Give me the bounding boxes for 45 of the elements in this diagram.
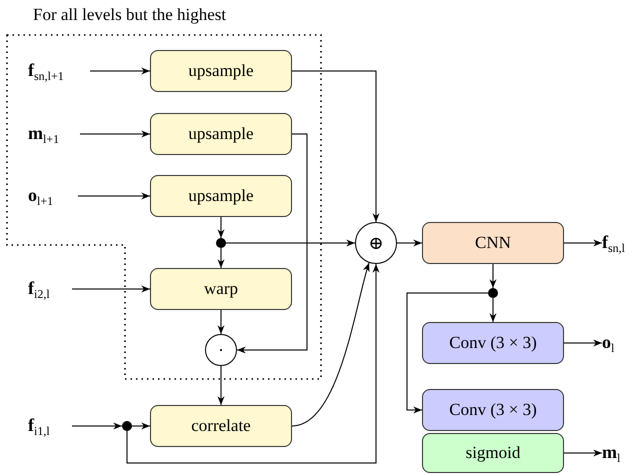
- arrow: [564, 240, 602, 246]
- arrow: [396, 240, 422, 246]
- variable-label: f$_{sn,l+1}$: [28, 59, 90, 83]
- junction-dot: [488, 288, 498, 298]
- process-box: Conv (3 × 3): [422, 389, 564, 431]
- arrow: [490, 298, 496, 322]
- process-box: CNN: [422, 222, 564, 264]
- arrow: [78, 192, 150, 200]
- variable-label: o$_{l}$: [602, 331, 632, 355]
- arrow: [564, 450, 602, 456]
- process-box: correlate: [150, 405, 292, 447]
- junction-dot: [122, 421, 132, 431]
- region-title: For all levels but the highest: [33, 5, 226, 25]
- operator-circle: ·: [205, 334, 237, 366]
- variable-label: f$_{i1,l}$: [28, 414, 72, 438]
- process-box: upsample: [150, 50, 292, 92]
- process-box: warp: [150, 268, 292, 310]
- process-box: upsample: [150, 113, 292, 155]
- arrow: [406, 292, 488, 414]
- variable-label: m$_{l}$: [602, 441, 637, 465]
- variable-label: f$_{sn,l}$: [602, 231, 637, 255]
- arrow: [292, 262, 370, 426]
- process-box: Conv (3 × 3): [422, 322, 564, 364]
- variable-label: o$_{l+1}$: [28, 184, 78, 208]
- arrow: [90, 68, 150, 74]
- arrow: [236, 134, 308, 354]
- variable-label: f$_{i2,l}$: [28, 277, 72, 301]
- arrow: [126, 264, 380, 464]
- arrow: [564, 340, 602, 346]
- process-box: upsample: [150, 175, 292, 217]
- junction-dot: [216, 238, 226, 248]
- operator-circle: ⊕: [355, 222, 397, 264]
- arrow: [72, 422, 122, 430]
- arrow: [218, 248, 224, 268]
- arrow: [80, 130, 150, 138]
- arrow: [226, 240, 356, 246]
- process-box: sigmoid: [422, 433, 564, 473]
- arrow: [218, 366, 224, 406]
- arrow: [132, 422, 150, 430]
- arrow: [218, 310, 224, 334]
- arrow: [72, 286, 150, 292]
- variable-label: m$_{l+1}$: [28, 122, 80, 146]
- arrow: [292, 70, 380, 222]
- arrow: [490, 264, 496, 288]
- arrow: [218, 216, 224, 238]
